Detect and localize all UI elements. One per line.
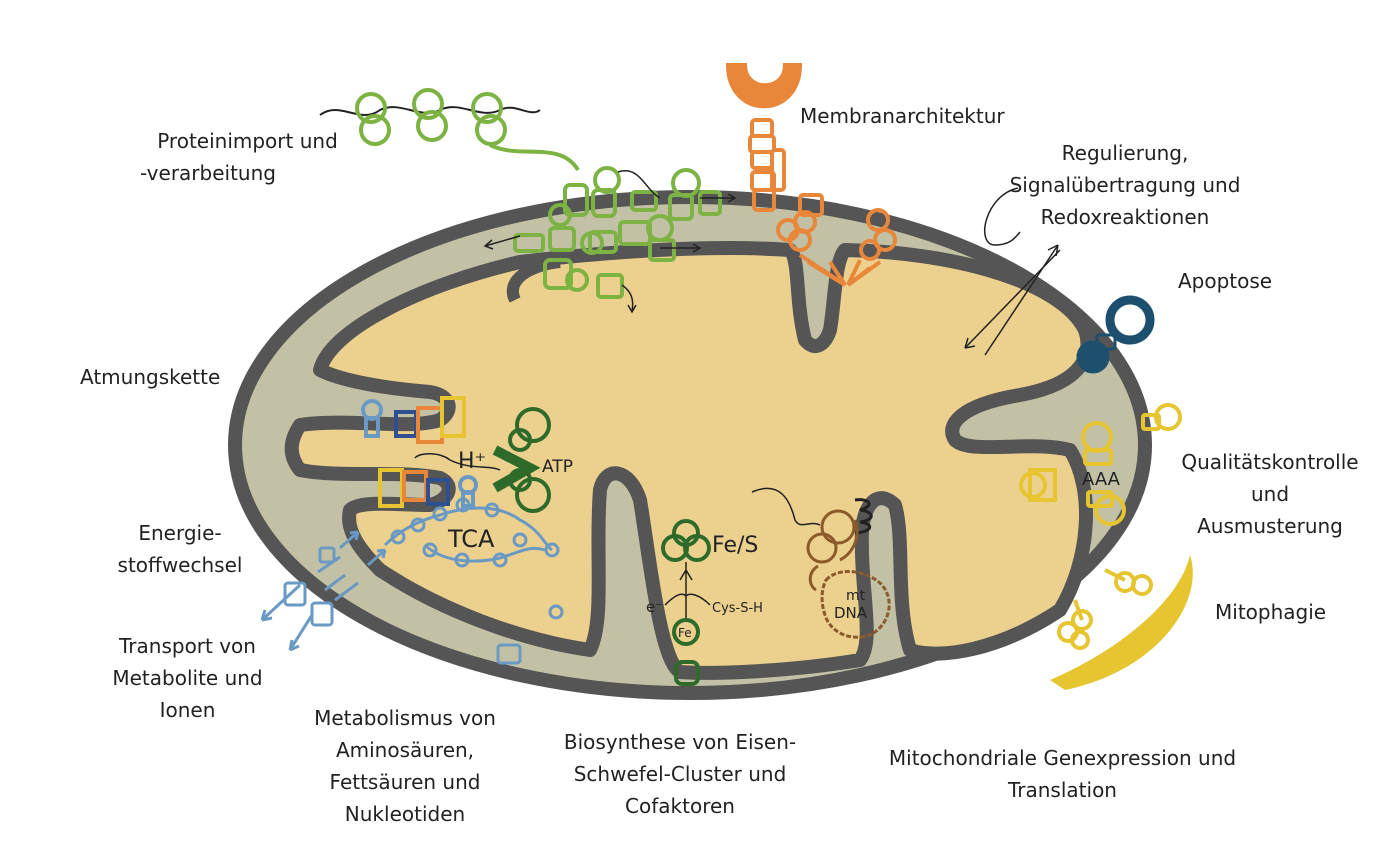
label-protein-import: Proteinimport und -verarbeitung <box>140 125 355 189</box>
label-line: Nukleotiden <box>344 802 466 826</box>
atp-label: ATP <box>542 457 573 477</box>
label-energy-metabolism: Energie- stoffwechsel <box>95 517 265 581</box>
label-fes-biosynthesis: Biosynthese von Eisen- Schwefel-Cluster … <box>540 726 820 822</box>
label-line: Ausmusterung <box>1197 514 1343 538</box>
label-line: Translation <box>1008 778 1117 802</box>
label-line: Membranarchitektur <box>800 104 1005 128</box>
label-line: Atmungskette <box>80 365 221 389</box>
mtdna-label-bottom: DNA <box>834 604 868 622</box>
mtdna-label-top: mt <box>846 588 866 604</box>
atp-synthase <box>492 407 551 513</box>
label-line: Regulierung, <box>1061 141 1189 165</box>
label-line: Transport von <box>119 634 256 658</box>
fes-label: Fe/S <box>712 533 758 558</box>
tca-cycle <box>383 497 564 620</box>
quality-control-complex <box>1019 403 1182 526</box>
label-line: und <box>1250 482 1290 506</box>
proton-label: H⁺ <box>458 449 486 474</box>
fes-cluster <box>661 519 711 686</box>
label-membrane-architecture: Membranarchitektur <box>800 100 1005 132</box>
label-line: Aminosäuren, <box>335 738 475 762</box>
label-line: Energie- <box>138 521 222 545</box>
mitophagy-phagophore <box>1050 555 1193 690</box>
electron-label: e⁻ <box>646 598 663 616</box>
metabolite-transporters <box>260 530 522 665</box>
label-line: Schwefel-Cluster und <box>573 762 787 786</box>
label-line: Mitophagie <box>1215 600 1327 624</box>
apoptosis-protein <box>1076 295 1155 374</box>
label-line: Ionen <box>159 698 216 722</box>
label-line: Signalübertragung und <box>1009 173 1241 197</box>
label-mitophagy: Mitophagie <box>1215 596 1326 628</box>
label-line: Redoxreaktionen <box>1040 205 1210 229</box>
label-line: Apoptose <box>1178 269 1273 293</box>
label-transport: Transport von Metabolite und Ionen <box>90 630 285 726</box>
label-gene-expression: Mitochondriale Genexpression und Transla… <box>855 742 1270 806</box>
label-regulation: Regulierung, Signalübertragung und Redox… <box>980 137 1270 233</box>
label-line: Metabolismus von <box>314 706 496 730</box>
label-respiratory-chain: Atmungskette <box>80 361 220 393</box>
label-metabolism: Metabolismus von Aminosäuren, Fettsäuren… <box>290 702 520 830</box>
proton-flow-line <box>414 453 501 471</box>
label-line: Proteinimport und <box>157 129 338 153</box>
inner-membrane-fold <box>506 256 561 303</box>
label-line: Fettsäuren und <box>329 770 481 794</box>
inner-membrane-matrix <box>284 241 1095 680</box>
regulation-arrows <box>964 187 1061 356</box>
label-quality-control: Qualitätskontrolle und Ausmusterung <box>1165 446 1375 542</box>
label-line: -verarbeitung <box>140 161 276 185</box>
label-line: Qualitätskontrolle <box>1181 450 1359 474</box>
label-line: stoffwechsel <box>117 553 243 577</box>
label-line: Biosynthese von Eisen- <box>563 730 797 754</box>
aaa-label: AAA <box>1082 469 1121 490</box>
label-line: Mitochondriale Genexpression und <box>888 746 1237 770</box>
label-line: Metabolite und <box>112 666 263 690</box>
label-line: Cofaktoren <box>625 794 735 818</box>
label-apoptosis: Apoptose <box>1178 265 1272 297</box>
tca-label: TCA <box>447 525 495 553</box>
iron-label: Fe <box>678 626 692 640</box>
ribosome-translation <box>751 487 891 639</box>
cysteine-label: Cys-S-H <box>712 601 763 616</box>
import-arrows <box>483 170 737 314</box>
protein-import-complex <box>319 88 722 299</box>
membrane-architecture-complex <box>725 63 897 287</box>
